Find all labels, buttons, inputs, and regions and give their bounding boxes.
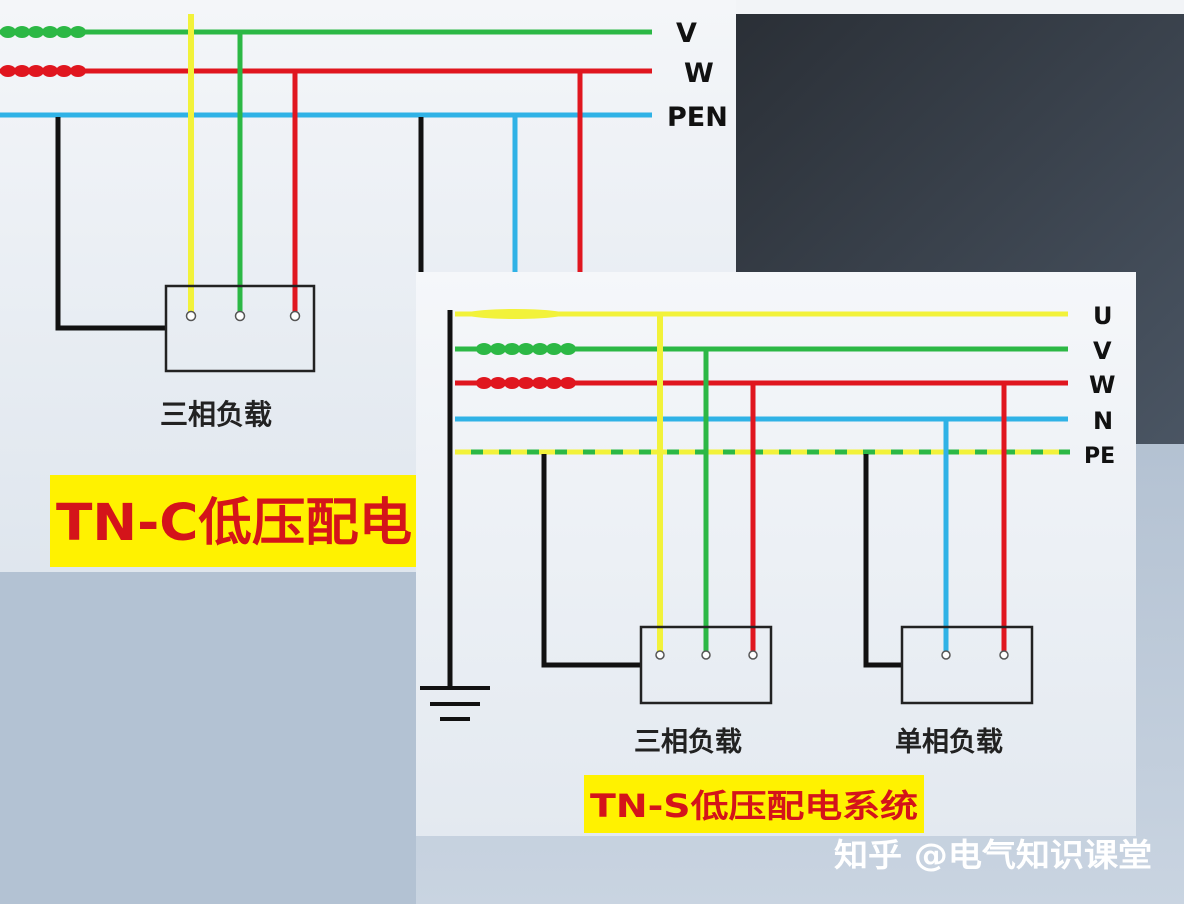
tns-label-w: W [1089,371,1115,399]
tns-coil-v [476,343,576,355]
tnc-label-v: V [676,18,697,49]
tns-label-pe: PE [1084,444,1115,469]
tns-load1-caption: 单相负载 [895,727,1003,758]
tnc-label-pen: PEN [667,102,728,133]
tnc-title-bg [50,475,416,567]
tnc-label-w: W [684,58,714,89]
tnc-title: TN-C低压配电 [56,494,412,553]
tns-diagram: U V W N PE 三相负载 单相负载 TN-S低压配电系统 [420,302,1115,833]
tns-label-u: U [1093,302,1113,330]
watermark: 知乎 @电气知识课堂 [834,836,1152,874]
tns-load3-box [639,625,773,705]
tnc-coil-w [0,65,86,77]
ground-icon [420,686,490,721]
tns-load3-caption: 三相负载 [634,727,742,758]
tns-coil-u [465,309,565,319]
tnc-diagram: V W PEN 三相负载 TN-C低压配电 [0,14,728,567]
tns-load1-box [900,625,1034,705]
tnc-load-caption: 三相负载 [160,398,272,431]
tns-panel [416,272,1136,836]
tns-coil-w [476,377,576,389]
tns-label-v: V [1093,337,1112,365]
tnc-load-box [164,284,316,373]
tnc-coil-v [0,26,86,38]
tns-title-bg [584,775,924,833]
tns-label-n: N [1093,407,1113,435]
tns-title: TN-S低压配电系统 [590,787,918,825]
